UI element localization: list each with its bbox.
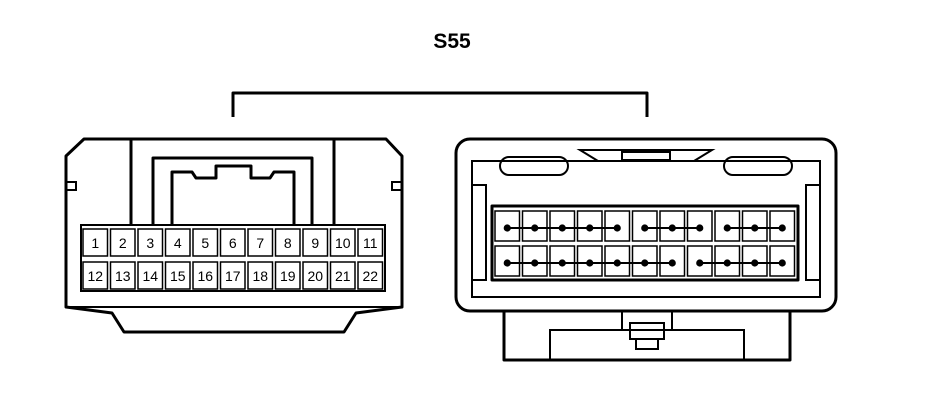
terminal-cavity bbox=[686, 245, 713, 277]
terminal-pin bbox=[586, 259, 594, 267]
terminal-cavity bbox=[521, 210, 548, 242]
terminal-cavity bbox=[631, 245, 658, 277]
terminal-pin bbox=[723, 259, 731, 267]
pin-cell bbox=[109, 228, 136, 257]
pin-cell bbox=[164, 261, 191, 290]
terminal-pin bbox=[613, 224, 621, 232]
terminal-cavity bbox=[576, 210, 603, 242]
terminal-cavity bbox=[576, 245, 603, 277]
pin-number: 1 bbox=[91, 235, 99, 251]
pin-number: 17 bbox=[225, 268, 241, 284]
pin-number: 20 bbox=[307, 268, 323, 284]
pin-cell bbox=[247, 261, 274, 290]
pin-cell bbox=[137, 228, 164, 257]
terminal-grid bbox=[494, 210, 796, 277]
terminal-cavity bbox=[521, 245, 548, 277]
view-bracket bbox=[231, 91, 649, 117]
terminal-pin bbox=[641, 259, 649, 267]
pin-number: 8 bbox=[284, 235, 292, 251]
terminal-pin bbox=[668, 259, 676, 267]
terminal-cavity bbox=[659, 245, 686, 277]
terminal-pin bbox=[503, 224, 511, 232]
terminal-cavity bbox=[604, 210, 631, 242]
pin-cell bbox=[82, 261, 109, 290]
terminal-pin bbox=[558, 259, 566, 267]
terminal-cavity bbox=[604, 245, 631, 277]
pin-cell bbox=[82, 228, 109, 257]
terminal-pin bbox=[558, 224, 566, 232]
pin-number: 11 bbox=[363, 235, 378, 251]
pin-cell bbox=[109, 261, 136, 290]
terminal-pin bbox=[668, 224, 676, 232]
pin-number: 14 bbox=[142, 268, 158, 284]
terminal-pin bbox=[586, 224, 594, 232]
terminal-cavity bbox=[631, 210, 658, 242]
pin-number: 13 bbox=[115, 268, 131, 284]
pin-cell bbox=[329, 228, 356, 257]
pin-number: 16 bbox=[197, 268, 213, 284]
terminal-pin bbox=[531, 224, 539, 232]
pin-number: 3 bbox=[146, 235, 154, 251]
pin-number: 19 bbox=[280, 268, 296, 284]
connector-title: S55 bbox=[433, 30, 471, 53]
pin-cell bbox=[302, 261, 329, 290]
pin-cell bbox=[274, 261, 301, 290]
pin-cell bbox=[274, 228, 301, 257]
pin-cell bbox=[219, 261, 246, 290]
terminal-cavity bbox=[659, 210, 686, 242]
pin-number: 6 bbox=[229, 235, 237, 251]
pin-cell bbox=[247, 228, 274, 257]
pin-number: 4 bbox=[174, 235, 182, 251]
pin-cell bbox=[192, 228, 219, 257]
terminal-cavity bbox=[769, 245, 796, 277]
terminal-cavity bbox=[714, 210, 741, 242]
pin-cell bbox=[357, 228, 384, 257]
pin-cell bbox=[302, 228, 329, 257]
terminal-pin bbox=[531, 259, 539, 267]
terminal-cavity bbox=[741, 210, 768, 242]
pin-cell bbox=[137, 261, 164, 290]
pin-number: 9 bbox=[311, 235, 319, 251]
terminal-cavity bbox=[494, 245, 521, 277]
terminal-pin bbox=[751, 224, 759, 232]
terminal-pin bbox=[696, 224, 704, 232]
terminal-pin bbox=[778, 259, 786, 267]
pin-number: 5 bbox=[201, 235, 209, 251]
terminal-cavity bbox=[714, 245, 741, 277]
pin-cell bbox=[329, 261, 356, 290]
pin-cell bbox=[164, 228, 191, 257]
terminal-cavity bbox=[769, 210, 796, 242]
component-connector-face bbox=[454, 137, 838, 362]
terminal-pin bbox=[613, 259, 621, 267]
terminal-pin bbox=[751, 259, 759, 267]
pin-cell bbox=[219, 228, 246, 257]
pin-number: 10 bbox=[335, 235, 351, 251]
pin-number: 22 bbox=[362, 268, 378, 284]
pin-cell bbox=[192, 261, 219, 290]
terminal-pin bbox=[723, 224, 731, 232]
pin-number: 18 bbox=[252, 268, 268, 284]
terminal-pin bbox=[641, 224, 649, 232]
terminal-cavity bbox=[549, 210, 576, 242]
pin-cell bbox=[357, 261, 384, 290]
terminal-cavity bbox=[741, 245, 768, 277]
terminal-cavity bbox=[494, 210, 521, 242]
pin-number: 21 bbox=[335, 268, 351, 284]
terminal-pin bbox=[778, 224, 786, 232]
terminal-pin bbox=[503, 259, 511, 267]
terminal-cavity bbox=[549, 245, 576, 277]
pin-number: 15 bbox=[170, 268, 186, 284]
terminal-pin bbox=[696, 259, 704, 267]
pin-number: 2 bbox=[119, 235, 127, 251]
terminal-cavity bbox=[686, 210, 713, 242]
pin-number: 7 bbox=[256, 235, 264, 251]
pin-number: 12 bbox=[87, 268, 103, 284]
